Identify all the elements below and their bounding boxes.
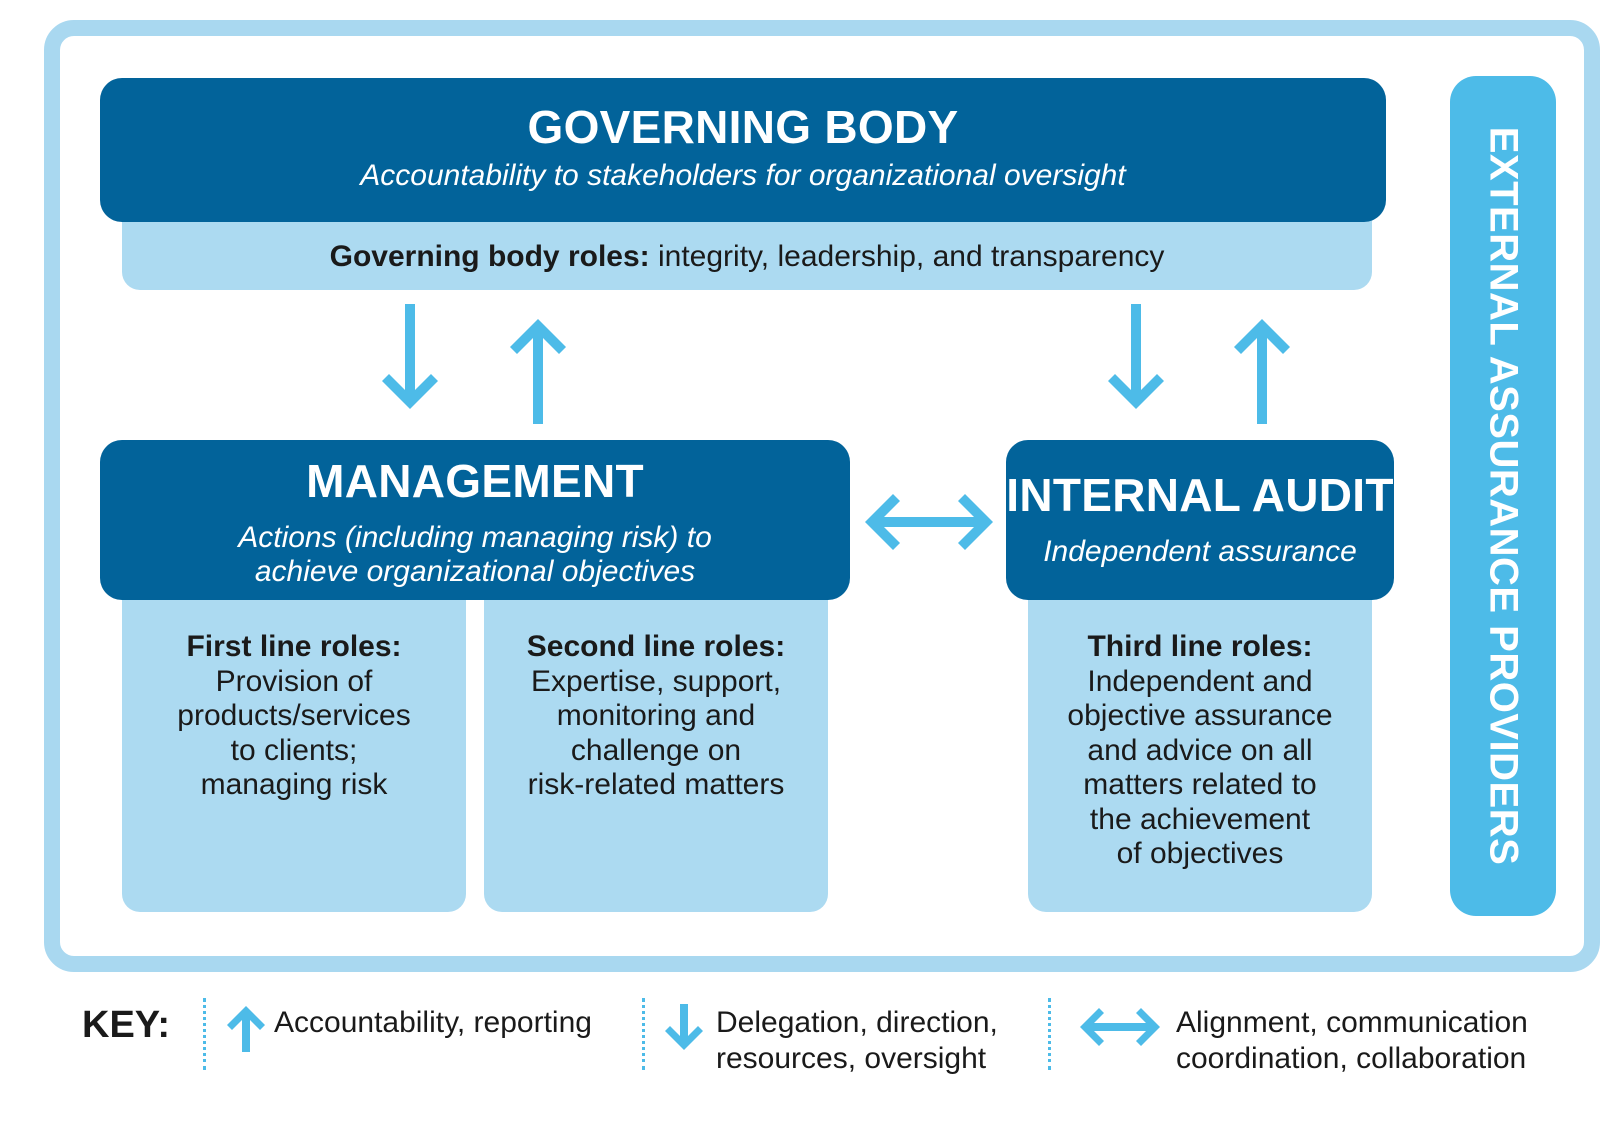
governing-body-box: GOVERNING BODY Accountability to stakeho…	[100, 78, 1386, 222]
third-line-roles-title: Third line roles:	[1087, 630, 1313, 663]
management-box: MANAGEMENT Actions (including managing r…	[100, 440, 850, 600]
key-separator	[642, 998, 645, 1070]
governing-body-title: GOVERNING BODY	[527, 101, 959, 153]
key-delegation-line: resources, oversight	[716, 1042, 987, 1075]
management-subtitle-line2: achieve organizational objectives	[254, 555, 696, 589]
second-line-roles-title: Second line roles:	[526, 630, 786, 663]
alignment-double-arrow-icon	[865, 494, 993, 550]
external-assurance-label: EXTERNAL ASSURANCE PROVIDERS	[1481, 126, 1526, 866]
third-line-roles-line: and advice on all	[1087, 733, 1313, 767]
internal-audit-title: INTERNAL AUDIT	[1006, 469, 1394, 521]
third-line-roles-line: of objectives	[1116, 837, 1284, 870]
third-line-roles-line: the achievement	[1089, 802, 1311, 836]
second-line-roles-line: monitoring and	[556, 699, 756, 732]
first-line-roles-line: products/services	[177, 699, 411, 732]
key-label: KEY:	[82, 1004, 170, 1046]
management-subtitle-line1: Actions (including managing risk) to	[238, 520, 712, 554]
second-line-roles-line: challenge on	[570, 733, 742, 767]
first-line-roles-box: First line roles: Provision of products/…	[122, 580, 466, 912]
key-down-arrow-icon	[665, 1004, 703, 1050]
external-assurance-bar: EXTERNAL ASSURANCE PROVIDERS	[1450, 76, 1556, 916]
accountability-up-arrow-icon	[1234, 319, 1290, 424]
governing-body-roles-text: integrity, leadership, and transparency	[649, 240, 1165, 273]
second-line-roles-box: Second line roles: Expertise, support, m…	[484, 580, 828, 912]
third-line-roles-line: matters related to	[1083, 768, 1317, 801]
management-title: MANAGEMENT	[306, 455, 644, 507]
key-delegation-line: Delegation, direction,	[716, 1006, 998, 1039]
second-line-roles-line: Expertise, support,	[530, 664, 782, 698]
key-alignment-line: Alignment, communication	[1176, 1006, 1528, 1039]
governing-body-roles: Governing body roles: integrity, leaders…	[330, 240, 1165, 273]
first-line-roles-line: managing risk	[200, 768, 388, 801]
key-accountability-text: Accountability, reporting	[274, 1006, 592, 1039]
internal-audit-subtitle: Independent assurance	[1043, 534, 1357, 568]
second-line-roles-line: risk-related matters	[527, 768, 785, 801]
first-line-roles-title: First line roles:	[186, 630, 402, 663]
first-line-roles-line: to clients;	[230, 733, 358, 767]
key-delegation-text: Delegation, direction, resources, oversi…	[716, 1005, 998, 1077]
key-up-arrow-icon	[227, 1006, 265, 1052]
key-separator	[1048, 998, 1051, 1070]
delegation-down-arrow-icon	[1108, 304, 1164, 409]
third-line-roles-line: Independent and	[1087, 664, 1313, 698]
key-alignment-line: coordination, collaboration	[1176, 1042, 1527, 1075]
key-separator	[203, 998, 206, 1070]
delegation-down-arrow-icon	[382, 304, 438, 409]
third-line-roles-line: objective assurance	[1067, 699, 1333, 732]
third-line-roles-box: Third line roles: Independent and object…	[1028, 580, 1372, 912]
key-alignment-text: Alignment, communication coordination, c…	[1176, 1005, 1528, 1077]
first-line-roles-line: Provision of	[215, 664, 373, 698]
governing-body-subtitle: Accountability to stakeholders for organ…	[360, 158, 1126, 192]
internal-audit-box: INTERNAL AUDIT Independent assurance	[1006, 440, 1394, 600]
key-double-arrow-icon	[1080, 1008, 1160, 1046]
governing-body-roles-title: Governing body roles:	[329, 240, 650, 273]
accountability-up-arrow-icon	[510, 319, 566, 424]
